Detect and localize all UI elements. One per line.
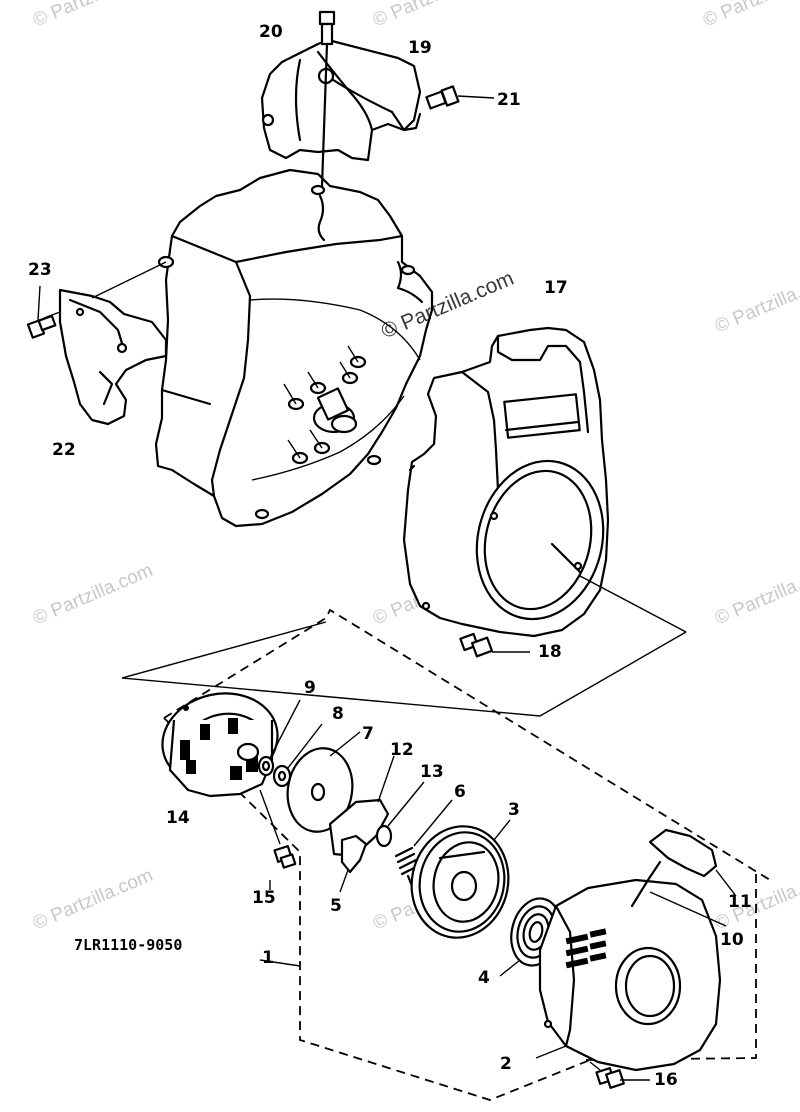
callout-5: 5 — [330, 896, 342, 916]
callout-14: 14 — [166, 808, 190, 828]
callout-17: 17 — [544, 278, 568, 298]
part-3-pulley — [410, 819, 511, 939]
callout-18: 18 — [538, 642, 562, 662]
part-11-handle — [648, 828, 737, 897]
part-13-spring — [375, 781, 425, 848]
part-7-plate — [286, 731, 361, 833]
grille-slots — [565, 928, 607, 969]
callout-4: 4 — [478, 968, 490, 988]
callout-7: 7 — [362, 724, 374, 744]
alignment-plane — [121, 575, 687, 717]
part-18-bolt — [459, 632, 530, 658]
callout-2: 2 — [500, 1054, 512, 1074]
part-5-pawl — [339, 834, 368, 893]
part-19-cover-plate — [260, 38, 422, 162]
callout-19: 19 — [408, 38, 432, 58]
callout-6: 6 — [454, 782, 466, 802]
callout-9: 9 — [304, 678, 316, 698]
part-23-bolt — [26, 285, 57, 339]
callout-21: 21 — [497, 90, 521, 110]
part-10-rope — [630, 860, 727, 927]
callout-10: 10 — [720, 930, 744, 950]
part-15-bolt — [259, 789, 297, 890]
part-9-washer — [257, 699, 301, 777]
part-14-drive-cup — [161, 692, 279, 798]
callout-22: 22 — [52, 440, 76, 460]
part-20-bolt — [318, 10, 336, 188]
callout-23: 23 — [28, 260, 52, 280]
callout-11: 11 — [728, 892, 752, 912]
callout-16: 16 — [654, 1070, 678, 1090]
part-16-bolt — [589, 1061, 650, 1089]
callout-15: 15 — [252, 888, 276, 908]
part-17-blower-housing — [402, 326, 610, 638]
callout-8: 8 — [332, 704, 344, 724]
callout-20: 20 — [259, 22, 283, 42]
part-22-bracket — [43, 261, 168, 426]
crankcase-housing — [154, 168, 434, 528]
callout-1: 1 — [262, 948, 274, 968]
callout-12: 12 — [390, 740, 414, 760]
callout-3: 3 — [508, 800, 520, 820]
drawing-code: 7LR1110-9050 — [74, 936, 183, 954]
callout-13: 13 — [420, 762, 444, 782]
part-21-bolt — [425, 85, 495, 110]
part-2-starter-case — [535, 878, 722, 1072]
